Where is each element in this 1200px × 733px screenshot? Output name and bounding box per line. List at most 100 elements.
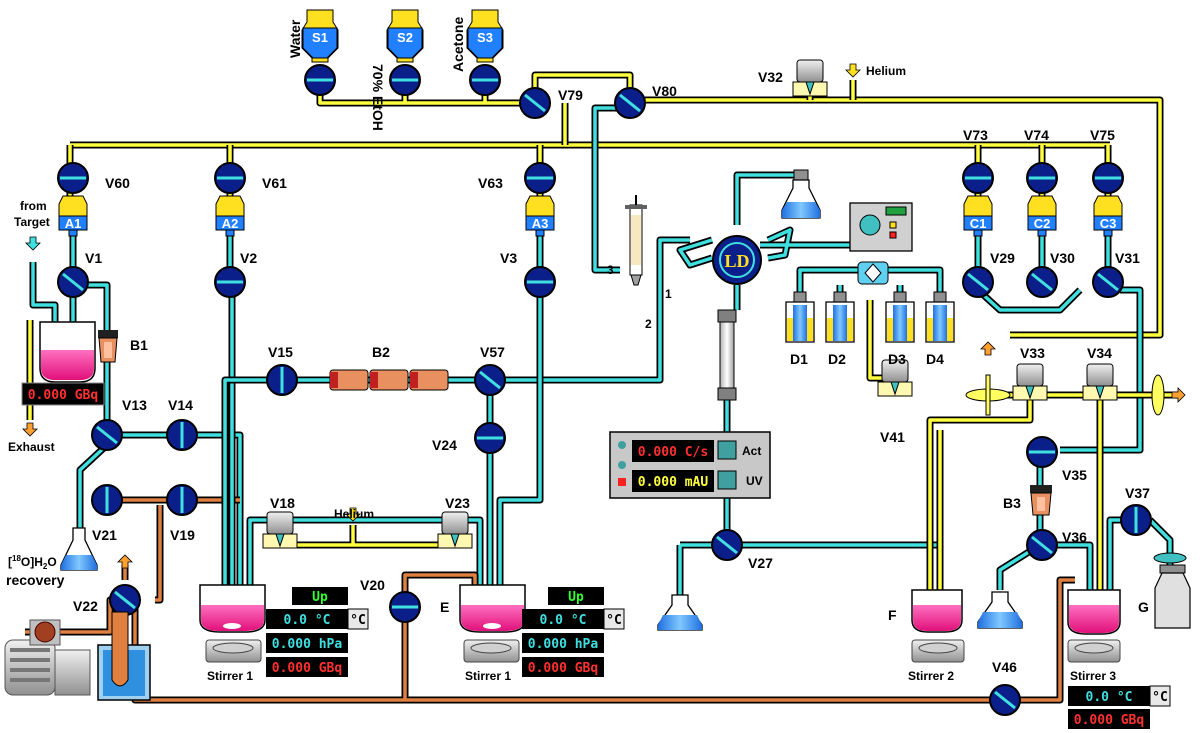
solenoid-v41[interactable]: [877, 359, 913, 397]
waste-flask-v27: [657, 594, 703, 631]
solenoid-v34[interactable]: [1082, 363, 1118, 401]
fraction-vial-d1[interactable]: [785, 291, 815, 343]
stirrer-1a[interactable]: [205, 639, 262, 663]
vessel-f[interactable]: [911, 589, 963, 633]
valve-label: V79: [558, 87, 583, 103]
reactor-3-unit: °C: [1152, 690, 1168, 705]
valve-v15[interactable]: [266, 364, 298, 396]
valve-label: V14: [168, 397, 193, 413]
stirrer-3[interactable]: [1067, 639, 1121, 663]
valve-v22[interactable]: [109, 584, 141, 616]
reagent-bottle-c2[interactable]: C2: [1027, 195, 1057, 237]
reactor-3-temperature: 0.0 °C: [1086, 690, 1133, 705]
vial-d1-label: D1: [790, 351, 808, 367]
reactor-3-unit-button[interactable]: [1149, 685, 1171, 707]
fraction-vial-d4[interactable]: [925, 291, 955, 343]
solenoid-v23[interactable]: [437, 511, 473, 549]
reactor-2-unit-button[interactable]: [603, 608, 625, 630]
bottle-s2[interactable]: S2: [386, 9, 424, 63]
reactor-1-unit-button[interactable]: [347, 608, 369, 630]
valve-v57[interactable]: [474, 364, 506, 396]
distribution-valve[interactable]: [857, 261, 889, 285]
valve-label: V63: [478, 175, 503, 191]
valve-v35[interactable]: [1026, 436, 1058, 468]
solenoid-v18[interactable]: [262, 511, 298, 549]
solenoid-v32[interactable]: [792, 59, 828, 97]
valve-v29[interactable]: [962, 266, 994, 298]
cartridge-b3: [1030, 485, 1052, 516]
valve-v30[interactable]: [1026, 266, 1058, 298]
valve-v24[interactable]: [474, 422, 506, 454]
from-target-label-1: from: [20, 199, 47, 213]
injection-valve-v26[interactable]: LD: [712, 235, 762, 285]
valve-label: V73: [963, 127, 988, 143]
fraction-vial-d2[interactable]: [825, 291, 855, 343]
valve-v60[interactable]: [57, 162, 89, 194]
reagent-label: A3: [532, 216, 549, 231]
valve-v73[interactable]: [962, 162, 994, 194]
reactor-2-unit: °C: [606, 613, 622, 628]
valve-v77[interactable]: [389, 64, 421, 96]
valve-v63[interactable]: [524, 162, 556, 194]
stirrer-2[interactable]: [911, 639, 965, 663]
reagent-bottle-a2[interactable]: A2: [215, 195, 245, 237]
valve-v75[interactable]: [1092, 162, 1124, 194]
waste-flask-v36: [977, 591, 1023, 629]
valve-v21[interactable]: [91, 484, 123, 516]
reactor-2[interactable]: [459, 584, 526, 633]
valve-v1[interactable]: [57, 266, 89, 298]
valve-label: V2: [240, 250, 257, 266]
port-1-label: 1: [665, 287, 672, 301]
valve-v14[interactable]: [166, 419, 198, 451]
valve-v46[interactable]: [989, 684, 1021, 716]
reagent-bottle-c1[interactable]: C1: [963, 195, 993, 237]
reactor-1[interactable]: [199, 584, 266, 633]
valve-v61[interactable]: [214, 162, 246, 194]
valve-v79[interactable]: [519, 87, 551, 119]
reagent-bottle-c3[interactable]: C3: [1093, 195, 1123, 237]
valve-v19[interactable]: [166, 484, 198, 516]
cartridge-b1: [98, 330, 118, 363]
bottle-s1[interactable]: S1: [301, 9, 339, 63]
valve-v80[interactable]: [614, 87, 646, 119]
valve-v20[interactable]: [389, 591, 421, 623]
valve-v27[interactable]: [711, 529, 743, 561]
valve-v2[interactable]: [214, 266, 246, 298]
valve-label: V34: [1087, 345, 1112, 361]
valve-v3[interactable]: [524, 266, 556, 298]
syringe[interactable]: [625, 195, 647, 286]
valve-v13[interactable]: [91, 419, 123, 451]
bottle-s3[interactable]: S3: [466, 9, 504, 63]
cartridge-b2: [329, 369, 449, 391]
valve-v76[interactable]: [304, 64, 336, 96]
reactor-3[interactable]: [1067, 589, 1121, 635]
solvent-name-acetone: Acetone: [450, 17, 466, 72]
solenoid-v33[interactable]: [1012, 363, 1048, 401]
reactor-1-unit: °C: [350, 613, 366, 628]
fraction-vial-d3[interactable]: [885, 291, 915, 343]
valve-v78[interactable]: [469, 64, 501, 96]
valve-v36[interactable]: [1026, 529, 1058, 561]
valve-v37[interactable]: [1120, 504, 1152, 536]
valve-label: V18: [270, 495, 295, 511]
stirrer-1b[interactable]: [463, 639, 520, 663]
from-target-label-2: Target: [14, 215, 50, 229]
valve-v74[interactable]: [1026, 162, 1058, 194]
solvent-name-ethanol: 70% EtOH: [370, 64, 386, 131]
reagent-label: C2: [1034, 216, 1051, 231]
valve-label: V75: [1090, 127, 1115, 143]
reagent-bottle-a1[interactable]: A1: [58, 195, 88, 237]
valve-label: V3: [500, 250, 517, 266]
stirrer-1b-label: Stirrer 1: [465, 669, 511, 683]
valve-label: V37: [1125, 485, 1150, 501]
target-vessel[interactable]: [39, 321, 96, 383]
valve-label: V13: [122, 397, 147, 413]
sterile-filter-left: [965, 374, 1011, 416]
fraction-vials: [785, 291, 955, 343]
hplc-pump[interactable]: [849, 202, 913, 252]
reagent-bottle-a3[interactable]: A3: [525, 195, 555, 237]
bottle-label: S3: [477, 30, 493, 45]
valve-v31[interactable]: [1092, 266, 1124, 298]
